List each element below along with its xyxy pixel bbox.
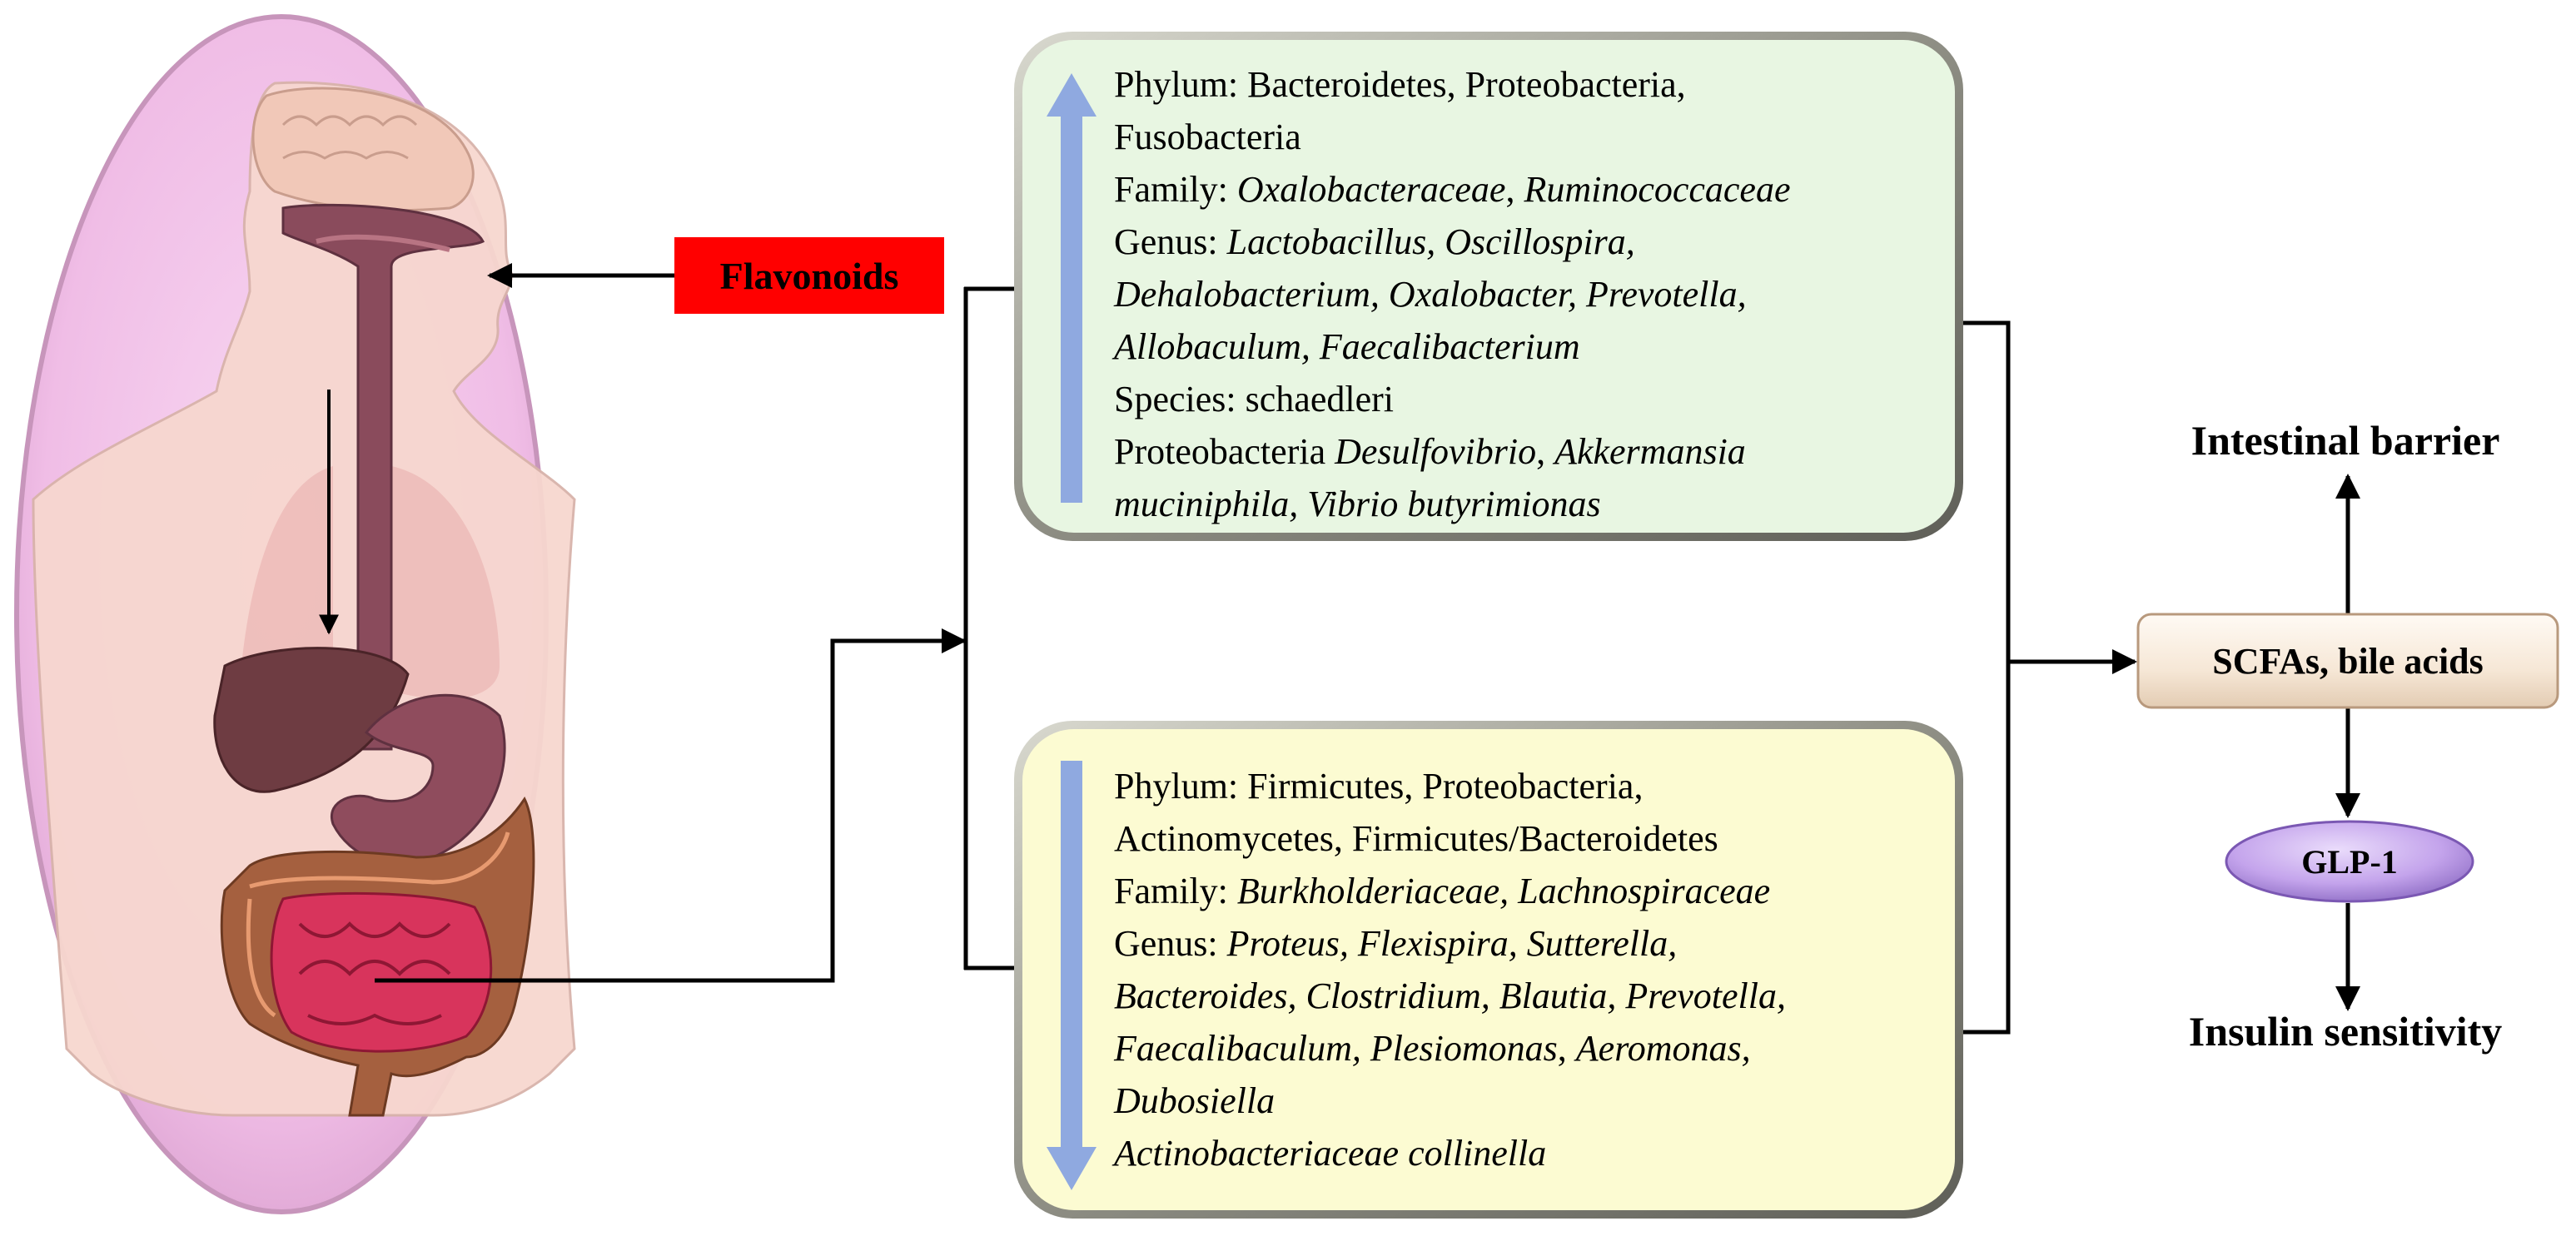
gut-to-junction-line [375,628,967,983]
decreased-line: Actinobacteriaceae collinella [1114,1127,1786,1179]
decreased-text-run: Phylum: Firmicutes, Proteobacteria, [1114,766,1644,807]
scfa-box-shape [2136,613,2559,709]
increased-bacteria-text: Phylum: Bacteroidetes, Proteobacteria, Fu… [1114,58,1791,530]
up-box-bracket [1960,320,2011,1035]
decreased-line: Faecalibaculum, Plesiomonas, Aeromonas, [1114,1022,1786,1075]
brain [251,87,475,212]
increased-text-run: Fusobacteria [1114,117,1301,157]
decreased-text-run: Actinomycetes, Firmicutes/Bacteroidetes [1114,818,1718,859]
increased-text-run: Lactobacillus, Oscillospira, [1226,221,1635,262]
decreased-text-run: Bacteroides, Clostridium, Blautia, Prevo… [1114,975,1786,1016]
increased-text-run: Ruminococcaceae [1524,169,1791,210]
decreased-bacteria-text: Phylum: Firmicutes, Proteobacteria, Actin… [1114,760,1786,1179]
increased-text-run: Desulfovibrio [1335,431,1537,472]
intestinal-barrier-label: Intestinal barrier [2191,417,2500,464]
decreased-text-run: Proteus, Flexispira, Sutterella, [1226,923,1678,964]
lung-left [241,466,333,699]
glp-label: GLP-1 [2301,842,2398,881]
increased-text-run: Dehalobacterium, Oxalobacter, Prevotella… [1114,274,1747,315]
decreased-text-run: Dubosiella [1114,1080,1276,1121]
body-illustration [14,14,576,1214]
decreased-line: Dubosiella [1114,1075,1786,1127]
increased-text-run: , [1536,431,1555,472]
connectors [375,263,2360,1035]
increased-line: muciniphila, Vibrio butyrimionas [1114,478,1791,530]
decreased-line: Genus: Proteus, Flexispira, Sutterella, [1114,917,1786,970]
increased-line: Family: Oxalobacteraceae, Ruminococcacea… [1114,163,1791,216]
increased-text-run: Family: [1114,169,1237,210]
mouth-cavity [316,234,450,252]
flavonoids-label: Flavonoids [674,237,944,314]
increased-text-run: Species: schaedleri [1114,379,1394,419]
decreased-line: Actinomycetes, Firmicutes/Bacteroidetes [1114,812,1786,865]
liver [213,647,410,793]
glp-ellipse [2225,820,2474,903]
increased-text-run: Phylum: Bacteroidetes, Proteobacteria, [1114,64,1686,105]
increased-text-run: Allobaculum, Faecalibacterium [1114,326,1580,367]
increased-line: Proteobacteria Desulfovibrio, Akkermansi… [1114,425,1791,478]
small-intestine-loops [298,921,451,1025]
increased-text-run: muciniphila, Vibrio butyrimionas [1114,484,1601,524]
increased-text-run: , [1505,169,1524,210]
increased-line: Fusobacteria [1114,111,1791,163]
increased-line: Allobaculum, Faecalibacterium [1114,320,1791,373]
decreased-line: Phylum: Firmicutes, Proteobacteria, [1114,760,1786,812]
decreased-text-run: Aeromonas, [1575,1028,1751,1069]
brain-folds [281,115,418,160]
intestine-inner [246,831,510,1018]
lung-right [391,466,500,699]
increased-line: Dehalobacterium, Oxalobacter, Prevotella… [1114,268,1791,320]
decrease-arrow [1047,761,1097,1190]
increased-text-run: Akkermansia [1554,431,1746,472]
insulin-sensitivity-label: Insulin sensitivity [2188,1008,2503,1055]
increased-text-run: Genus: [1114,221,1227,262]
decreased-line: Family: Burkholderiaceae, Lachnospiracea… [1114,865,1786,917]
increase-arrow [1047,73,1097,503]
increased-line: Species: schaedleri [1114,373,1791,425]
decreased-text-run: Family: [1114,871,1237,911]
increased-bacteria-box [1014,32,1963,541]
increased-line: Phylum: Bacteroidetes, Proteobacteria, [1114,58,1791,111]
decreased-text-run: Actinobacteriaceae collinella [1114,1133,1547,1174]
decreased-bacteria-box [1014,721,1963,1219]
small-intestine [270,891,493,1053]
decreased-text-run: Genus: [1114,923,1227,964]
decreased-line: Bacteroides, Clostridium, Blautia, Prevo… [1114,970,1786,1022]
increased-text-run: Oxalobacteraceae [1236,169,1506,210]
decreased-text-run: Faecalibaculum, Plesiomonas [1114,1028,1558,1069]
increased-line: Genus: Lactobacillus, Oscillospira, [1114,216,1791,268]
scfa-label: SCFAs, bile acids [2212,640,2484,682]
decreased-text-run: Burkholderiaceae, Lachnospiraceae [1236,871,1771,911]
increased-text-run: Proteobacteria [1114,431,1335,472]
decreased-text-run: , [1557,1028,1576,1069]
